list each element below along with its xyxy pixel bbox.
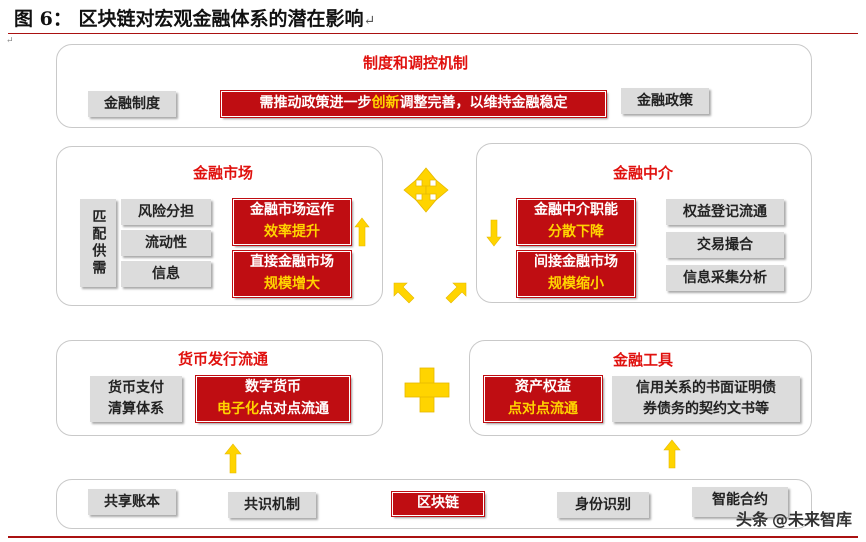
credit-document-box: 信用关系的书面证明债 券债务的契约文书等	[612, 376, 800, 422]
identity-box: 身份识别	[557, 492, 649, 518]
market-efficiency-box: 金融市场运作 效率提升	[232, 198, 352, 246]
direct-market-scale-box: 直接金融市场 规模增大	[232, 250, 352, 298]
paragraph-mark: ↵	[6, 36, 14, 46]
up-arrow-tools-icon	[663, 439, 681, 469]
payment-clearing-box: 货币支付 清算体系	[90, 376, 182, 422]
info-collection-box: 信息采集分析	[666, 265, 784, 291]
policy-innovation-box: 需推动政策进一步创新调整完善，以维持金融稳定	[220, 90, 607, 118]
figure-title: 图 6： 区块链对宏观金融体系的潜在影响↵	[14, 8, 376, 30]
financial-tools-title: 金融工具	[613, 351, 674, 369]
digital-currency-box: 数字货币 电子化点对点流通	[195, 375, 351, 423]
diagonal-arrow-left-icon	[393, 282, 415, 304]
financial-market-title: 金融市场	[193, 164, 254, 182]
plus-icon	[404, 367, 450, 413]
match-supply-demand-box: 匹配供需	[80, 199, 116, 287]
financial-system-box: 金融制度	[88, 91, 176, 117]
regulation-title: 制度和调控机制	[363, 54, 469, 72]
currency-title: 货币发行流通	[178, 350, 269, 368]
consensus-box: 共识机制	[228, 492, 316, 518]
diagonal-arrow-right-icon	[445, 282, 467, 304]
return-mark: ↵	[363, 13, 376, 29]
financial-policy-box: 金融政策	[621, 88, 709, 114]
financial-intermediary-title: 金融中介	[613, 164, 674, 182]
innovation-highlight: 创新	[371, 95, 400, 112]
blockchain-box: 区块链	[391, 491, 485, 517]
smart-contract-box: 智能合约	[692, 487, 788, 517]
risk-sharing-box: 风险分担	[121, 199, 211, 225]
asset-rights-box: 资产权益 点对点流通	[483, 375, 603, 423]
rights-registration-box: 权益登记流通	[666, 199, 784, 225]
intermediary-function-box: 金融中介职能 分散下降	[516, 198, 636, 246]
watermark-brand: 头条	[735, 510, 768, 529]
liquidity-box: 流动性	[121, 230, 211, 256]
indirect-market-scale-box: 间接金融市场 规模缩小	[516, 250, 636, 298]
shared-ledger-box: 共享账本	[88, 489, 176, 515]
four-way-arrow-icon	[403, 167, 449, 213]
title-rule	[8, 33, 858, 34]
bottom-rule	[8, 536, 858, 538]
trade-matching-box: 交易撮合	[666, 232, 784, 258]
watermark: 头条 @未来智库	[736, 506, 852, 530]
information-box: 信息	[121, 261, 211, 287]
up-arrow-currency-icon	[224, 443, 242, 474]
watermark-account: @未来智库	[771, 510, 852, 529]
